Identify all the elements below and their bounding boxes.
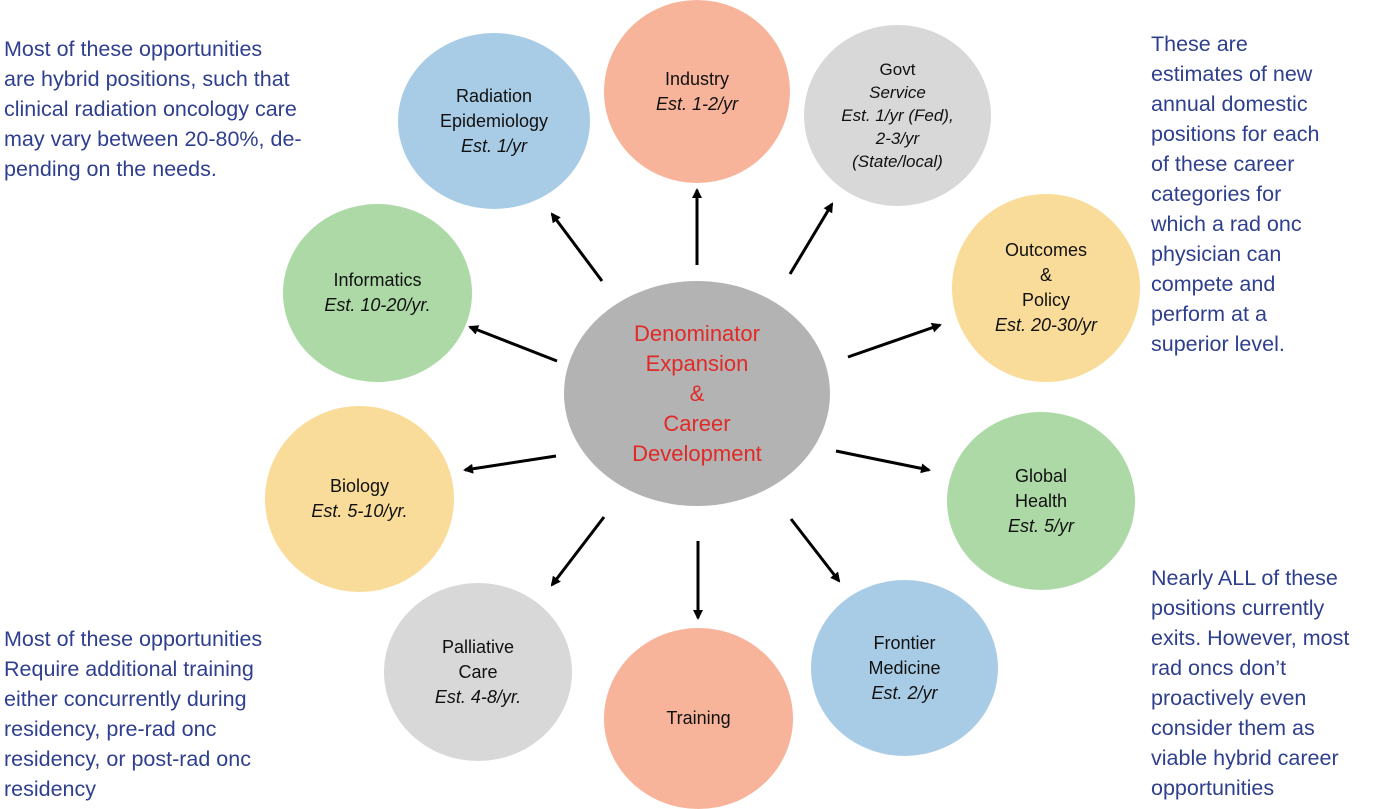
node-industry: Industry Est. 1-2/yr bbox=[604, 0, 790, 183]
node-estimate: Est. 5/yr bbox=[1007, 515, 1074, 536]
note-additional-training: Most of these opportunities Require addi… bbox=[4, 627, 263, 801]
node-radiation-epidemiology: Radiation Epidemiology Est. 1/yr bbox=[398, 33, 590, 209]
node-estimate: Est. 2/yr bbox=[871, 682, 938, 703]
node-govt: Govt Service Est. 1/yr (Fed), 2-3/yr (St… bbox=[804, 25, 991, 206]
node-estimate: Est. 1-2/yr bbox=[655, 93, 739, 114]
arrow-to-radiation-epidemiology bbox=[550, 212, 604, 282]
note-estimates: These are estimates of new annual domest… bbox=[1151, 32, 1320, 356]
node-label: Radiation Epidemiology bbox=[439, 85, 549, 131]
node-label: Biology bbox=[329, 476, 390, 496]
node-biology: Biology Est. 5-10/yr. bbox=[265, 406, 454, 592]
arrow-to-global-health bbox=[835, 449, 931, 474]
note-hybrid-positions: Most of these opportunities are hybrid p… bbox=[4, 37, 302, 181]
arrow-to-govt bbox=[788, 202, 834, 275]
arrow-to-outcomes-policy bbox=[847, 322, 942, 359]
node-label: Frontier Medicine bbox=[868, 632, 941, 678]
node-estimate: Est. 10-20/yr. bbox=[324, 295, 431, 315]
node-label: Palliative Care bbox=[441, 636, 515, 682]
node-label: Informatics bbox=[333, 270, 422, 290]
node-estimate: Est. 1/yr bbox=[460, 135, 527, 156]
node-label: Industry bbox=[664, 68, 730, 89]
node-label: Training bbox=[666, 708, 731, 728]
arrow-to-informatics bbox=[468, 325, 558, 363]
center-node-denominator-expansion: Denominator Expansion & Career Developme… bbox=[564, 281, 830, 506]
node-estimate: Est. 5-10/yr. bbox=[311, 501, 408, 521]
node-estimate: Est. 20-30/yr bbox=[994, 315, 1098, 335]
node-outcomes-policy: Outcomes & Policy Est. 20-30/yr bbox=[952, 194, 1140, 382]
node-global-health: Global Health Est. 5/yr bbox=[947, 412, 1135, 590]
node-training: Training bbox=[604, 628, 793, 809]
node-estimate: Service Est. 1/yr (Fed), 2-3/yr (State/l… bbox=[841, 83, 954, 171]
node-informatics: Informatics Est. 10-20/yr. bbox=[283, 204, 472, 382]
arrow-to-biology bbox=[463, 454, 557, 474]
center-node-label: Denominator Expansion & Career Developme… bbox=[632, 320, 762, 466]
node-palliative-care: Palliative Care Est. 4-8/yr. bbox=[384, 583, 572, 761]
node-label: Outcomes & Policy bbox=[1004, 240, 1088, 310]
arrow-to-palliative-care bbox=[550, 516, 606, 587]
node-label: Govt bbox=[879, 60, 916, 79]
node-estimate: Est. 4-8/yr. bbox=[434, 686, 522, 707]
node-frontier-medicine: Frontier Medicine Est. 2/yr bbox=[811, 580, 998, 756]
node-label: Global Health bbox=[1014, 465, 1068, 511]
note-positions-exist: Nearly ALL of these positions currently … bbox=[1151, 566, 1350, 800]
arrow-to-frontier-medicine bbox=[789, 518, 841, 583]
